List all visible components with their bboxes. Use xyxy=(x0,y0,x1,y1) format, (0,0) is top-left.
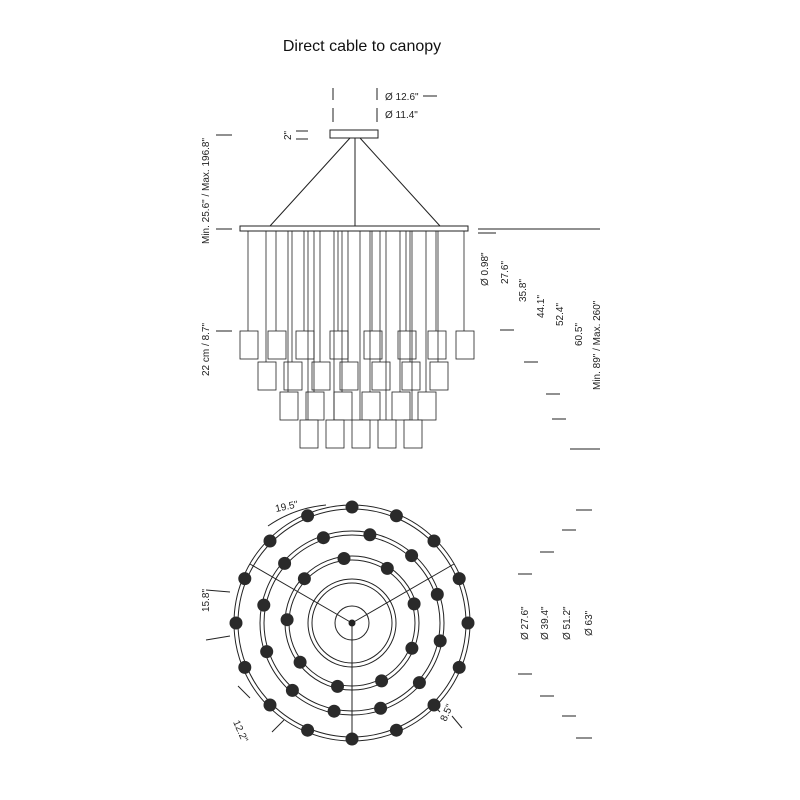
pendant-shade xyxy=(295,330,315,360)
plan-shade-dot xyxy=(374,701,388,715)
pendant-tubes xyxy=(239,231,475,449)
canopy-height-label: 2" xyxy=(283,130,294,140)
support-cable-left xyxy=(269,137,351,227)
pendant-shade xyxy=(279,391,299,421)
spacing-third-label: 12.2" xyxy=(230,719,250,745)
plan-shade-dot xyxy=(345,500,359,514)
pendant-shade xyxy=(257,361,277,391)
pendant-shade xyxy=(311,361,331,391)
plan-shade-dot xyxy=(389,723,403,737)
plan-shades xyxy=(229,500,475,746)
spacing-second-label: 15.8" xyxy=(201,589,212,612)
ring-diameter-4: Ø 63" xyxy=(584,610,595,636)
pendant-shade xyxy=(403,419,423,449)
pendant-shade xyxy=(283,361,303,391)
plan-shade-dot xyxy=(412,676,426,690)
plan-shade-dot xyxy=(257,598,271,612)
plan-shade-dot xyxy=(433,634,447,648)
plan-shade-dot xyxy=(297,572,311,586)
pendant-shade xyxy=(351,419,371,449)
plan-shade-dot xyxy=(427,698,441,712)
plan-shade-dot xyxy=(260,645,274,659)
pendant-shade xyxy=(377,419,397,449)
pendant-shade xyxy=(325,419,345,449)
ring-diameter-2: Ø 39.4" xyxy=(540,606,551,640)
pendant-shade xyxy=(429,361,449,391)
plan-shade-dot xyxy=(278,556,292,570)
plan-shade-dot xyxy=(337,552,351,565)
ring-diameter-1: Ø 27.6" xyxy=(520,606,531,640)
plan-shade-dot xyxy=(238,660,252,674)
pendant-shade xyxy=(417,391,437,421)
plan-shade-dot xyxy=(327,704,341,718)
tier-height-4: 52.4" xyxy=(555,303,566,326)
pendant-shade xyxy=(333,391,353,421)
top-ring xyxy=(239,225,469,232)
tier-height-5: 60.5" xyxy=(574,323,585,346)
pendant-shade xyxy=(401,361,421,391)
plan-shade-dot xyxy=(375,674,389,688)
cable-length-label: Min. 25.6" / Max. 196.8" xyxy=(201,138,212,244)
support-cable-right xyxy=(359,137,441,227)
tier-height-1: 27.6" xyxy=(500,261,511,284)
pendant-shade xyxy=(427,330,447,360)
plan-shade-dot xyxy=(238,572,252,586)
plan-shade-dot xyxy=(430,587,444,601)
pendant-shade xyxy=(371,361,391,391)
pendant-shade xyxy=(329,330,349,360)
overall-height-label: Min. 89" / Max. 260" xyxy=(592,300,603,390)
plan-shade-dot xyxy=(316,531,330,545)
plan-shade-dot xyxy=(301,509,315,523)
tube-diameter-label: Ø 0.98" xyxy=(480,252,491,286)
plan-shade-dot xyxy=(427,534,441,548)
spacing-outer-label: 19.5" xyxy=(274,499,299,515)
drawing-title: Direct cable to canopy xyxy=(282,38,442,55)
elevation-view xyxy=(216,88,600,450)
pendant-shade xyxy=(299,419,319,449)
plan-shade-dot xyxy=(380,561,394,575)
plan-shade-dot xyxy=(405,549,419,563)
plan-shade-dot xyxy=(331,679,344,693)
pendant-shade xyxy=(267,330,287,360)
plan-shade-dot xyxy=(389,509,403,523)
plan-shade-dot xyxy=(280,613,294,627)
spacing-inner-label: 8.5" xyxy=(439,702,456,723)
plan-shade-dot xyxy=(363,528,377,542)
tube-drop-label: 22 cm / 8.7" xyxy=(201,323,212,376)
canopy-dim-inner: Ø 11.4" xyxy=(385,110,418,121)
plan-shade-dot xyxy=(461,616,475,630)
plan-shade-dot xyxy=(345,732,359,746)
pendant-shade xyxy=(391,391,411,421)
plan-shade-dot xyxy=(263,698,277,712)
plan-shade-dot xyxy=(452,660,466,674)
pendant-shade xyxy=(397,330,417,360)
plan-shade-dot xyxy=(407,597,421,611)
plan-shade-dot xyxy=(263,534,277,548)
canopy-dim-outer: Ø 12.6" xyxy=(385,92,419,103)
canopy xyxy=(329,129,379,139)
pendant-shade xyxy=(363,330,383,360)
tier-height-2: 35.8" xyxy=(518,279,529,302)
pendant-shade xyxy=(361,391,381,421)
plan-shade-dot xyxy=(452,572,466,586)
plan-shade-dot xyxy=(229,616,243,630)
plan-shade-dot xyxy=(405,641,419,655)
pendant-shade xyxy=(339,361,359,391)
tier-height-3: 44.1" xyxy=(536,295,547,318)
plan-shade-dot xyxy=(301,723,315,737)
plan-shade-dot xyxy=(285,683,299,697)
plan-shade-dot xyxy=(293,655,307,669)
ring-diameter-3: Ø 51.2" xyxy=(562,606,573,640)
pendant-shade xyxy=(455,330,475,360)
pendant-shade xyxy=(305,391,325,421)
pendant-shade xyxy=(239,330,259,360)
